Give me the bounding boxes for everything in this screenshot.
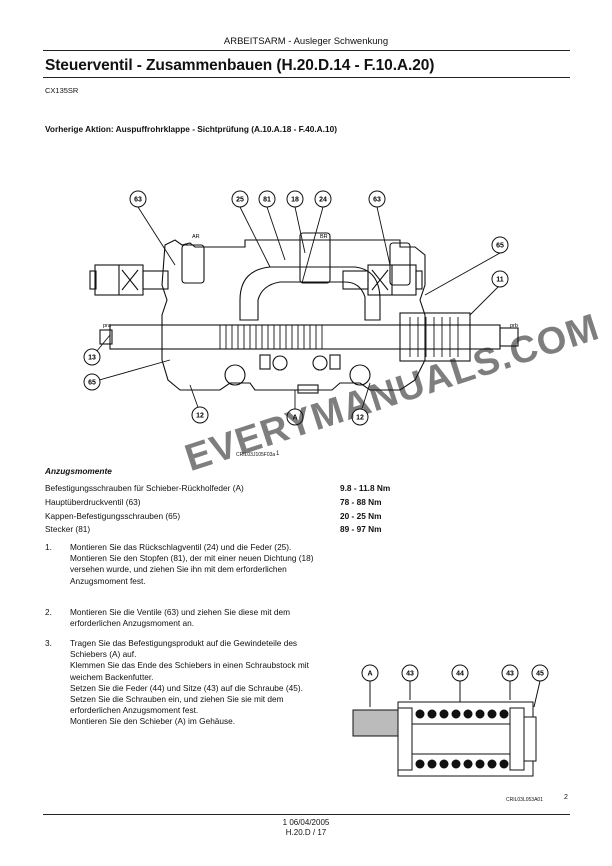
callout2-A: A [361, 664, 379, 682]
torque-label-3: Stecker (81) [45, 524, 91, 534]
callout-65-top: 65 [491, 236, 509, 254]
torque-value-3: 89 - 97 Nm [340, 524, 382, 534]
control-valve-figure: 63 25 81 18 24 63 65 11 13 65 12 A 12 AR… [83, 190, 519, 426]
callout-18: 18 [286, 190, 304, 208]
header-rule [43, 50, 570, 51]
torque-heading: Anzugsmomente [45, 466, 112, 476]
callout-63-left: 63 [129, 190, 147, 208]
torque-value-2: 20 - 25 Nm [340, 511, 382, 521]
svg-text:12: 12 [196, 413, 204, 420]
callout2-44: 44 [451, 664, 469, 682]
torque-value-0: 9.8 - 11.8 Nm [340, 483, 391, 493]
svg-text:43: 43 [506, 671, 514, 678]
callout-63-right: 63 [368, 190, 386, 208]
svg-text:A: A [367, 671, 372, 678]
callout-81: 81 [258, 190, 276, 208]
callout-11: 11 [491, 270, 509, 288]
step-2-text: Montieren Sie die Ventile (63) und ziehe… [70, 607, 290, 629]
svg-text:13: 13 [88, 355, 96, 362]
callout-12-left: 12 [191, 406, 209, 424]
figure2-code: CRIL03L053A01 [506, 797, 543, 803]
callout-25: 25 [231, 190, 249, 208]
footer-page: H.20.D / 17 [285, 828, 327, 837]
torque-value-1: 78 - 88 Nm [340, 497, 382, 507]
previous-action-link[interactable]: Vorherige Aktion: Auspuffrohrklappe - Si… [45, 124, 337, 134]
spool-assembly-figure: A 43 44 43 45 [352, 664, 549, 777]
torque-label-0: Befestigungsschrauben für Schieber-Rückh… [45, 483, 244, 493]
step-1-text: Montieren Sie das Rückschlagventil (24) … [70, 542, 314, 586]
svg-text:44: 44 [456, 671, 464, 678]
svg-text:12: 12 [356, 415, 364, 422]
figure2-number: 2 [564, 794, 568, 801]
svg-text:63: 63 [373, 197, 381, 204]
footer-rule [43, 814, 570, 815]
label-pra: pra [103, 323, 112, 329]
footer-date: 1 06/04/2005 [282, 818, 330, 827]
callout-13: 13 [83, 348, 101, 366]
callout2-43-right: 43 [501, 664, 519, 682]
torque-label-1: Hauptüberdruckventil (63) [45, 497, 141, 507]
callout2-45: 45 [531, 664, 549, 682]
page-header: ARBEITSARM - Ausleger Schwenkung [223, 36, 389, 47]
label-br: BR [320, 234, 328, 240]
callout-24: 24 [314, 190, 332, 208]
svg-text:11: 11 [496, 277, 504, 284]
figure1-code: CRIL03J105F03a [236, 452, 276, 458]
svg-text:63: 63 [134, 197, 142, 204]
svg-text:25: 25 [236, 197, 244, 204]
svg-text:45: 45 [536, 671, 544, 678]
page-title: Steuerventil - Zusammenbauen (H.20.D.14 … [45, 57, 435, 74]
step-3-number: 3. [45, 638, 52, 648]
model-label: CX135SR [45, 86, 79, 95]
svg-text:18: 18 [291, 197, 299, 204]
svg-text:65: 65 [88, 380, 96, 387]
callout-65-bottom: 65 [83, 373, 101, 391]
callout2-43-left: 43 [401, 664, 419, 682]
svg-text:24: 24 [319, 197, 327, 204]
callout-A: A [286, 408, 304, 426]
label-ar: AR [192, 234, 200, 240]
torque-label-2: Kappen-Befestigungsschrauben (65) [45, 511, 181, 521]
step-3-text: Tragen Sie das Befestigungsprodukt auf d… [70, 638, 309, 727]
step-2-number: 2. [45, 607, 52, 617]
figure1-number: 1 [276, 451, 280, 457]
svg-text:A: A [292, 415, 297, 422]
step-1-number: 1. [45, 542, 52, 552]
svg-text:43: 43 [406, 671, 414, 678]
svg-text:81: 81 [263, 197, 271, 204]
label-prb: prb [510, 323, 518, 329]
svg-text:65: 65 [496, 243, 504, 250]
title-rule [43, 77, 570, 78]
callout-12-right: 12 [351, 408, 369, 426]
